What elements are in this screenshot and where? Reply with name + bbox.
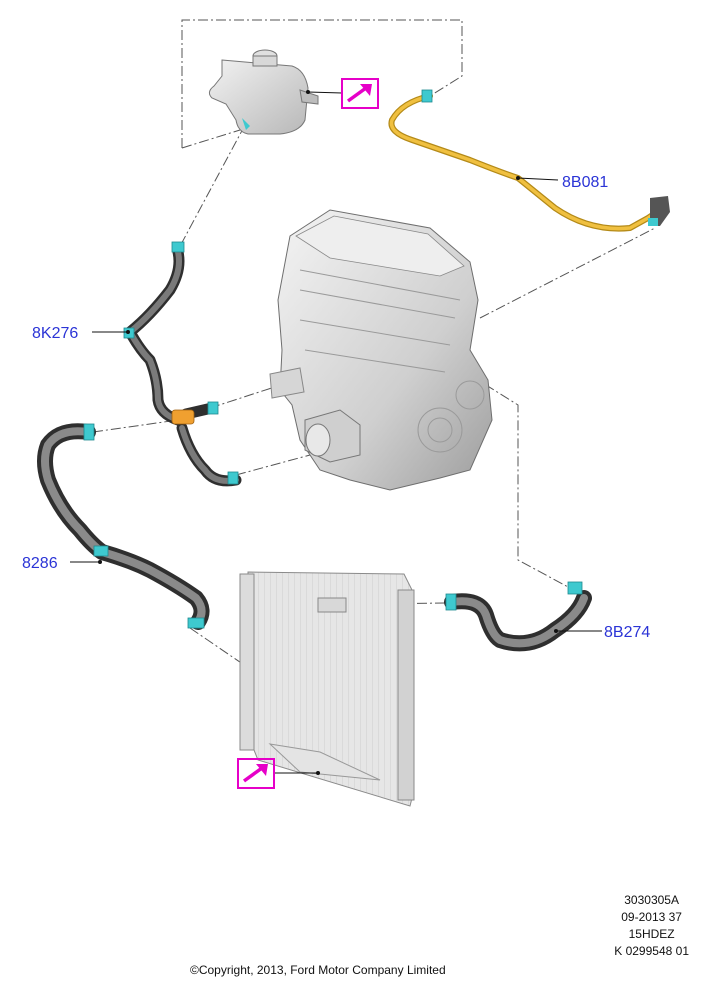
label-8b081: 8B081 <box>562 174 608 191</box>
callout-box-top <box>306 78 379 109</box>
hose-8286 <box>37 423 210 630</box>
hose-8b274 <box>444 581 602 652</box>
engine-block <box>269 209 493 491</box>
arrow-callout-icon <box>242 764 268 783</box>
diagram-metadata: 3030305A 09-2013 37 15HDEZ K 0299548 01 <box>614 892 689 960</box>
diagram-reference: K 0299548 01 <box>614 944 689 958</box>
label-8b274: 8B274 <box>604 624 650 641</box>
arrow-callout-icon <box>346 84 372 103</box>
radiator <box>239 571 415 807</box>
diagram-code: 3030305A <box>624 893 679 907</box>
diagram-date: 09-2013 37 <box>621 910 682 924</box>
copyright-notice: ©Copyright, 2013, Ford Motor Company Lim… <box>190 963 446 977</box>
hose-8k276 <box>92 241 242 487</box>
hose-8b081 <box>388 89 670 232</box>
label-8k276: 8K276 <box>32 325 78 342</box>
coolant-expansion-tank <box>208 49 319 135</box>
diagram-model: 15HDEZ <box>628 927 675 941</box>
label-8286: 8286 <box>22 555 58 572</box>
callout-box-bottom <box>237 758 320 789</box>
